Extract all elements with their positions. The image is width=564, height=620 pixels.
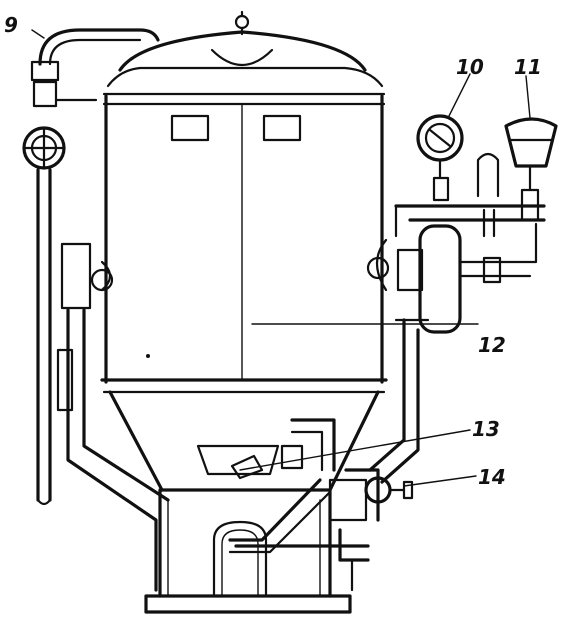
label-14: 14 xyxy=(478,465,506,489)
vessel xyxy=(100,10,388,492)
label-12: 12 xyxy=(478,333,506,357)
left-drain-pipe xyxy=(60,242,170,592)
gauge-tube-9 xyxy=(22,28,160,506)
label-10: 10 xyxy=(456,55,484,79)
label-13: 13 xyxy=(472,417,500,441)
label-9: 9 xyxy=(4,13,18,37)
lower-piping xyxy=(228,418,414,592)
right-fittings xyxy=(366,114,558,484)
leader-lines xyxy=(31,29,531,487)
label-11: 11 xyxy=(514,55,542,79)
